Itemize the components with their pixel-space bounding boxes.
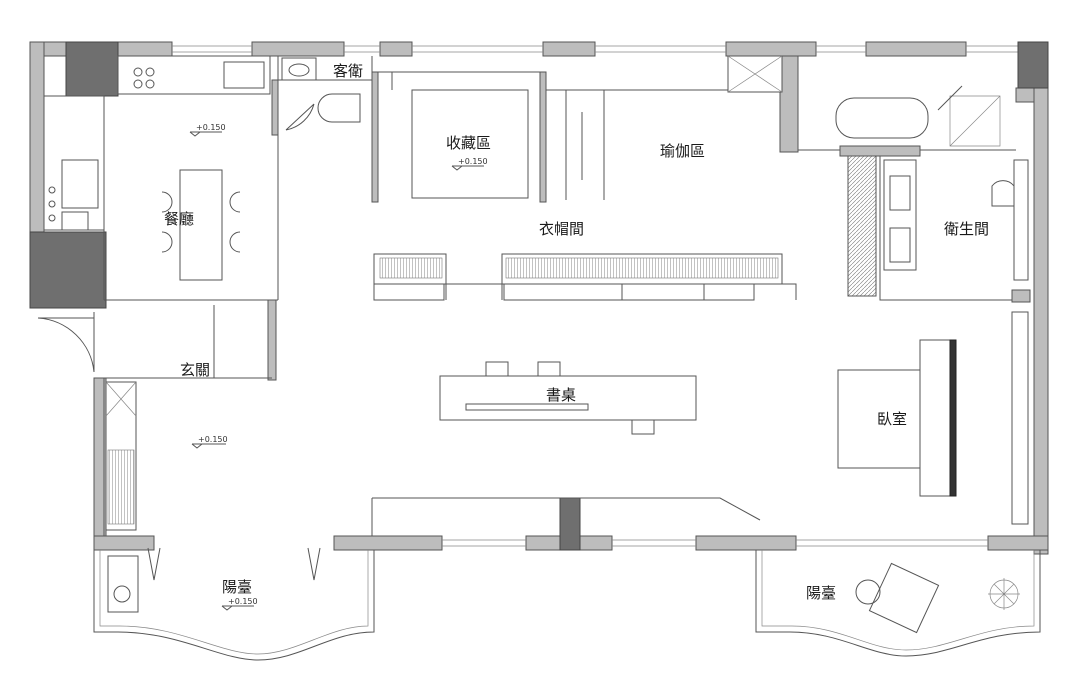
kitchen	[43, 55, 271, 231]
balcony-left	[93, 547, 375, 661]
balcony-right	[755, 550, 1041, 657]
svg-text:+0.150: +0.150	[228, 597, 258, 606]
svg-text:+0.150: +0.150	[196, 123, 226, 132]
entrance-closet	[37, 312, 137, 531]
label-bathroom: 衛生間	[944, 220, 989, 238]
level-marker-collection: +0.150	[451, 157, 488, 171]
label-walk-in-closet: 衣帽間	[539, 220, 584, 238]
label-balcony-left: 陽臺	[222, 578, 252, 596]
label-yoga-area: 瑜伽區	[660, 142, 705, 160]
guest-bath-fixtures	[281, 57, 361, 131]
wardrobe-cabinets	[373, 253, 797, 301]
dining-table	[161, 169, 241, 281]
bathroom-fixtures	[727, 55, 1029, 281]
bed	[837, 311, 1029, 525]
interior-walls	[103, 55, 1016, 536]
label-bedroom: 臥室	[877, 410, 907, 428]
level-marker-entrance: +0.150	[191, 435, 228, 449]
label-collection-area: 收藏區	[446, 134, 491, 152]
label-dining-room: 餐廳	[164, 210, 194, 228]
level-marker-balcony: +0.150	[221, 597, 258, 611]
svg-text:+0.150: +0.150	[458, 157, 488, 166]
label-balcony-right: 陽臺	[806, 584, 836, 602]
svg-text:+0.150: +0.150	[198, 435, 228, 444]
exterior-walls	[29, 41, 1049, 555]
level-marker-dining: +0.150	[189, 123, 226, 137]
label-desk: 書桌	[546, 386, 576, 404]
desk	[439, 361, 697, 435]
label-guest-bath: 客衛	[333, 62, 363, 80]
label-entrance: 玄關	[180, 361, 210, 379]
